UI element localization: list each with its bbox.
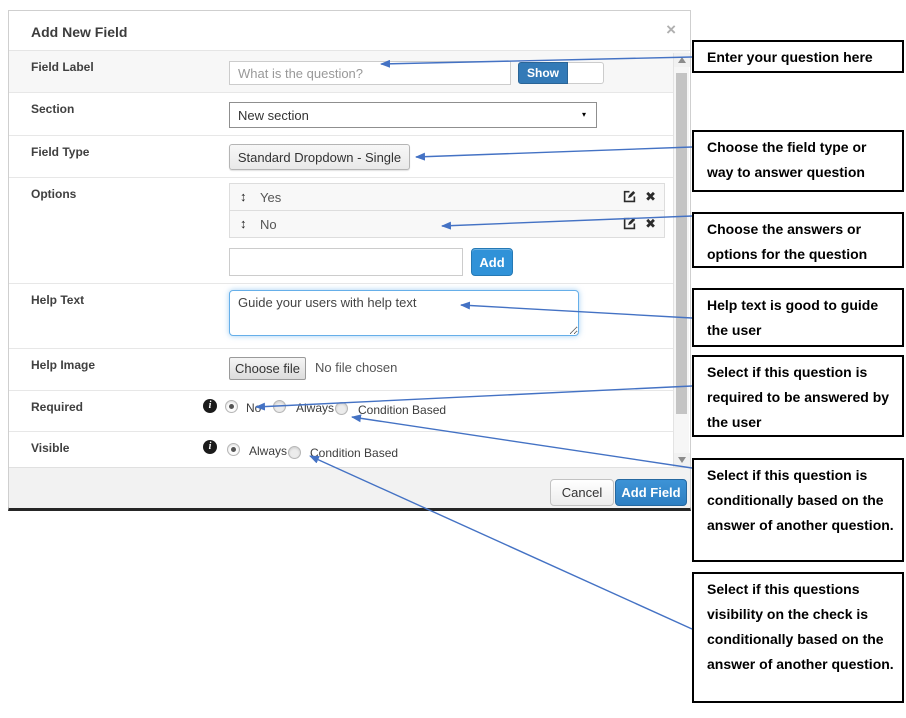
edit-icon[interactable] — [623, 217, 636, 233]
required-radio-always-label: Always — [296, 401, 335, 415]
option-text: No — [260, 217, 277, 232]
delete-icon[interactable]: ✖ — [645, 216, 656, 231]
scrollbar-thumb[interactable] — [676, 73, 687, 414]
options-label: Options — [31, 187, 77, 201]
help-text-row: Help Text Guide your users with help tex… — [9, 284, 689, 349]
required-radio-condition-based[interactable] — [335, 402, 348, 415]
field-type-label: Field Type — [31, 145, 90, 159]
visible-radio-always-label: Always — [249, 444, 288, 458]
add-field-button[interactable]: Add Field — [615, 479, 687, 506]
help-image-label: Help Image — [31, 358, 96, 372]
required-row: Required i No Always Condition Based — [9, 391, 689, 432]
visible-radio-condition-based-label: Condition Based — [310, 446, 399, 460]
annotation-box: Choose the answers or options for the qu… — [692, 212, 904, 268]
modal-header: Add New Field × — [9, 11, 690, 51]
show-toggle-label: Show — [518, 62, 568, 84]
add-option-button[interactable]: Add — [471, 248, 513, 276]
delete-icon[interactable]: ✖ — [645, 189, 656, 204]
edit-icon[interactable] — [623, 190, 636, 206]
choose-file-button[interactable]: Choose file — [229, 357, 306, 380]
field-label-row: Field Label Show — [9, 51, 689, 93]
section-select-value: New section — [238, 108, 309, 123]
field-type-button[interactable]: Standard Dropdown - Single — [229, 144, 410, 170]
annotation-box: Enter your question here — [692, 40, 904, 73]
field-type-row: Field Type Standard Dropdown - Single — [9, 136, 689, 178]
modal-footer: Cancel Add Field — [9, 467, 690, 508]
help-text-input[interactable]: Guide your users with help text — [229, 290, 579, 336]
cancel-button[interactable]: Cancel — [550, 479, 614, 506]
add-new-field-modal: Add New Field × Field Label Show Section… — [8, 10, 691, 511]
section-select[interactable]: New section ▾ — [229, 102, 597, 128]
annotation-box: Select if this question is required to b… — [692, 355, 904, 437]
annotation-box: Choose the field type or way to answer q… — [692, 130, 904, 192]
scroll-down-icon[interactable] — [674, 453, 690, 467]
visible-radio-always[interactable] — [227, 443, 240, 456]
visible-radio-condition-based[interactable] — [288, 446, 301, 459]
modal-scrollbar[interactable] — [673, 53, 690, 467]
required-label: Required — [31, 400, 84, 414]
info-icon[interactable]: i — [203, 440, 217, 454]
help-text-label: Help Text — [31, 293, 85, 307]
info-icon[interactable]: i — [203, 399, 217, 413]
show-toggle[interactable]: Show — [518, 62, 604, 84]
annotation-box: Select if this question is conditionally… — [692, 458, 904, 562]
file-status-text: No file chosen — [315, 360, 398, 375]
annotation-box: Select if this questions visibility on t… — [692, 572, 904, 703]
required-radio-condition-based-label: Condition Based — [358, 403, 447, 417]
chevron-down-icon: ▾ — [581, 110, 586, 119]
options-row: Options ↕ Yes ✖ ↕ No ✖ Add — [9, 178, 689, 284]
add-option-input[interactable] — [229, 248, 463, 276]
field-label-input[interactable] — [229, 61, 511, 85]
move-handle-icon[interactable]: ↕ — [240, 189, 247, 204]
annotation-box: Help text is good to guide the user — [692, 288, 904, 347]
required-radio-always[interactable] — [273, 400, 286, 413]
show-toggle-knob — [568, 62, 604, 84]
help-image-row: Help Image Choose file No file chosen — [9, 349, 689, 391]
modal-title: Add New Field — [31, 24, 128, 40]
section-label: Section — [31, 102, 75, 116]
field-label-label: Field Label — [31, 60, 94, 74]
option-item-yes: ↕ Yes ✖ — [229, 183, 665, 211]
option-text: Yes — [260, 190, 282, 205]
required-radio-no[interactable] — [225, 400, 238, 413]
scroll-up-icon[interactable] — [674, 53, 690, 67]
visible-row: Visible i Always Condition Based — [9, 432, 689, 467]
close-icon[interactable]: × — [666, 20, 676, 39]
visible-label: Visible — [31, 441, 70, 455]
option-item-no: ↕ No ✖ — [229, 210, 665, 238]
required-radio-no-label: No — [246, 401, 262, 415]
move-handle-icon[interactable]: ↕ — [240, 216, 247, 231]
section-row: Section New section ▾ — [9, 93, 689, 136]
